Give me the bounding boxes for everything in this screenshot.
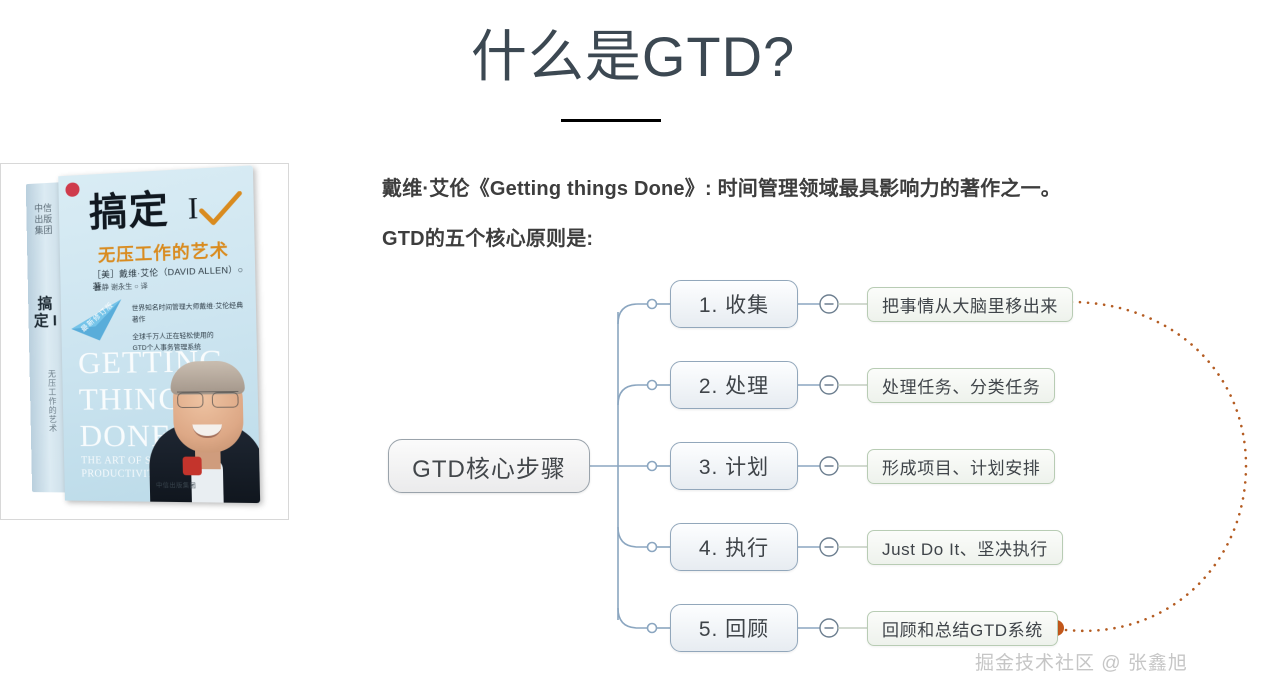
body-paragraph-2: GTD的五个核心原则是: — [382, 228, 594, 250]
revision-badge-icon — [70, 299, 123, 342]
glasses-icon — [176, 390, 239, 408]
publisher-logo-icon — [182, 456, 202, 476]
mindmap-detail-node-1[interactable]: 把事情从大脑里移出来 — [867, 287, 1073, 322]
book-spine-publisher: 中信出版集团 — [34, 202, 53, 236]
book-front-cover: 搞定 I 无压工作的艺术 ［美］戴维·艾伦（DAVID ALLEN）○ 著 张静… — [58, 165, 261, 504]
checkmark-icon — [198, 191, 243, 229]
book-title: 搞定 — [88, 188, 170, 236]
watermark: 掘金技术社区 @ 张鑫旭 — [975, 653, 1188, 674]
mindmap-detail-node-5[interactable]: 回顾和总结GTD系统 — [867, 611, 1058, 646]
book-cover-3d: 中信出版集团 搞定 I 无压工作的艺术 搞定 I 无压工作的艺术 ［美］戴维·艾… — [25, 165, 262, 505]
book-publisher: 中信出版集团 — [156, 483, 197, 490]
book-cover-image: 中信出版集团 搞定 I 无压工作的艺术 搞定 I 无压工作的艺术 ［美］戴维·艾… — [0, 163, 289, 520]
book-title-roman: I — [187, 191, 199, 226]
mindmap-detail-node-3[interactable]: 形成项目、计划安排 — [867, 449, 1056, 484]
mindmap-step-node-2[interactable]: 2. 处理 — [670, 361, 798, 409]
author-portrait — [146, 297, 261, 504]
feedback-loop-arrow — [1048, 292, 1248, 636]
portrait-hair — [170, 360, 245, 395]
mindmap-step-node-1[interactable]: 1. 收集 — [670, 280, 798, 328]
mindmap-step-node-4[interactable]: 4. 执行 — [670, 523, 798, 571]
book-spine-subtitle: 无压工作的艺术 — [47, 369, 58, 433]
book-subtitle: 无压工作的艺术 — [97, 240, 230, 266]
mindmap-detail-node-2[interactable]: 处理任务、分类任务 — [867, 368, 1056, 403]
mindmap-step-node-3[interactable]: 3. 计划 — [670, 442, 798, 490]
body-paragraph-1: 戴维·艾伦《Getting things Done》: 时间管理领域最具影响力的… — [382, 178, 1061, 200]
gtd-mindmap: GTD核心步骤 1. 收集 2. 处理 3. 计划 4. 执行 5. 回顾 把事… — [380, 262, 1266, 662]
mindmap-detail-node-4[interactable]: Just Do It、坚决执行 — [867, 530, 1063, 565]
title-underline — [561, 119, 661, 122]
mindmap-step-node-5[interactable]: 5. 回顾 — [670, 604, 798, 652]
mindmap-root-node[interactable]: GTD核心步骤 — [388, 439, 590, 493]
book-translator-line: 张静 谢永生 ○ 译 — [94, 283, 148, 292]
page-title: 什么是GTD? — [470, 25, 796, 88]
book-spine-title: 搞定 I — [33, 295, 58, 330]
publisher-dot-icon — [65, 182, 80, 198]
